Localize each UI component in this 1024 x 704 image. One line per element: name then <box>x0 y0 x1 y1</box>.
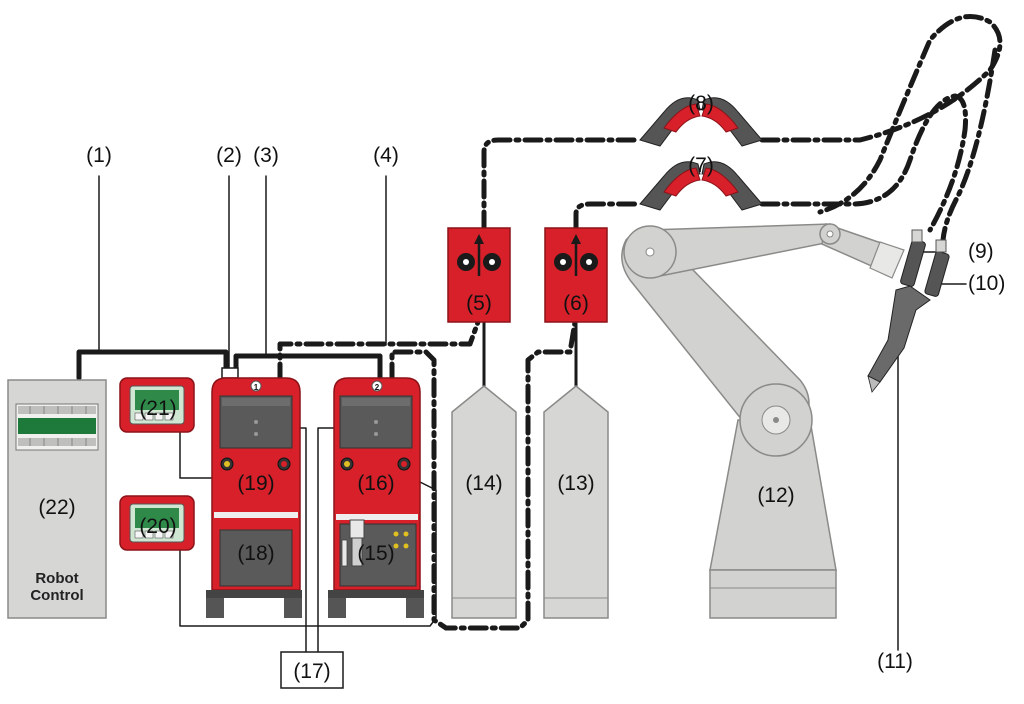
label-3: (3) <box>253 144 279 167</box>
robot-12: (12) <box>621 223 905 619</box>
gas-cylinder-14: (14) <box>451 385 517 619</box>
label-5: (5) <box>466 292 492 315</box>
cables <box>76 13 1003 653</box>
robot-upper-arm <box>647 223 842 277</box>
label-7: (7) <box>688 154 714 177</box>
label-11: (11) <box>877 650 913 673</box>
label-20: (20) <box>139 515 176 538</box>
hosepack-connector-8: (8) <box>639 92 763 147</box>
hosepack-ps2-wirefeeder6 <box>389 319 578 631</box>
label-10: (10) <box>968 272 1005 295</box>
welding-torch: (9) (10) (11) <box>867 229 1005 673</box>
power-source-number-1: 1 <box>254 383 259 392</box>
gas-cylinder-13: (13) <box>543 385 609 619</box>
line-20 <box>179 481 437 627</box>
label-2: (2) <box>216 144 242 167</box>
label-17: (17) <box>293 660 330 683</box>
power-source-number-2: 2 <box>375 383 380 392</box>
label-1: (1) <box>86 144 112 167</box>
label-9: (9) <box>968 240 994 263</box>
label-21: (21) <box>139 397 176 420</box>
wirefeeder-5: (5) <box>447 227 511 323</box>
label-18: (18) <box>237 542 274 565</box>
hosepack-ps1-wirefeeder5 <box>277 319 481 383</box>
line-21 <box>179 429 225 479</box>
callout-17: (17) <box>280 651 344 689</box>
label-15: (15) <box>357 542 394 565</box>
remote-control-21: (21) <box>119 377 195 433</box>
torch-hose-7-out <box>759 93 968 233</box>
label-8: (8) <box>688 92 714 115</box>
torch-hose-5 <box>481 137 643 231</box>
robot-control-cabinet: (22) Robot Control <box>7 379 107 619</box>
wirefeeder-6: (6) <box>544 227 608 323</box>
power-source-2: 2 (16) (15) <box>328 377 424 618</box>
remote-control-20: (20) <box>119 495 195 551</box>
label-16: (16) <box>357 472 394 495</box>
label-6: (6) <box>563 292 589 315</box>
torch-hose-6 <box>573 201 643 231</box>
label-13: (13) <box>557 472 594 495</box>
cable-3 <box>233 353 383 381</box>
label-19: (19) <box>237 472 274 495</box>
label-4: (4) <box>373 144 399 167</box>
cable-1 <box>76 349 229 381</box>
hosepack-connector-7: (7) <box>639 154 763 211</box>
torch-hose-8-out <box>759 13 1003 215</box>
torch-hose-8-end <box>940 47 998 243</box>
label-14: (14) <box>465 472 502 495</box>
leader-17b <box>317 427 337 653</box>
label-12: (12) <box>757 484 794 507</box>
label-22: (22) <box>38 496 75 519</box>
top-labels: (1) (2) (3) (4) <box>86 144 399 167</box>
robot-control-text-1: Robot <box>35 570 78 587</box>
robot-control-text-2: Control <box>30 587 83 604</box>
power-source-1: 1 (19) (18) <box>206 367 302 618</box>
